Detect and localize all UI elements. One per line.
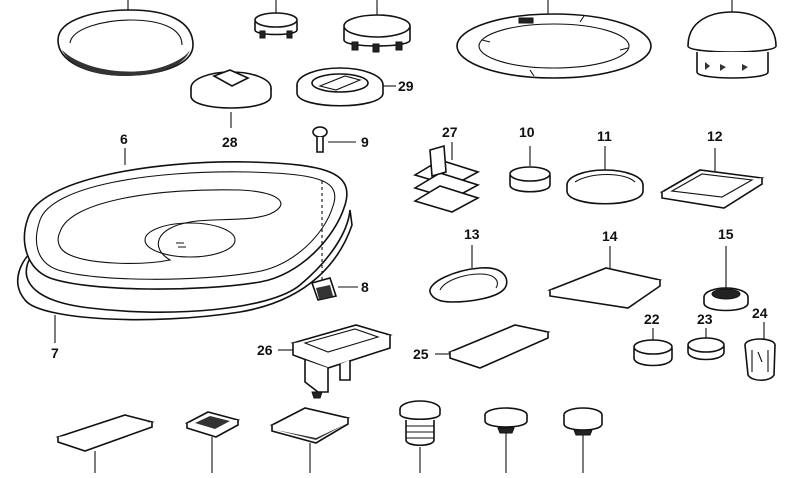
callout-10: 10 [519, 124, 535, 140]
part-29-clip-stack: 27 [413, 124, 481, 213]
callout-15: 15 [718, 226, 734, 242]
part-7-gasket: 7 [16, 209, 353, 361]
bottom-cap-1 [484, 407, 528, 473]
callout-22: 22 [644, 311, 660, 327]
part-6-cover: 6 [23, 131, 348, 290]
part-9-screw: 9 [312, 126, 369, 153]
bottom-flat-plug-1 [55, 414, 155, 473]
callout-24: 24 [752, 305, 768, 321]
callout-7: 7 [51, 345, 59, 361]
part-26-housing: 26 [257, 324, 393, 399]
callout-28: 29 [398, 78, 414, 94]
bottom-cap-2 [563, 407, 603, 473]
part-12-rect-plug: 12 [659, 128, 765, 209]
bottom-square-plug-1 [184, 411, 241, 473]
callout-6: 6 [120, 131, 128, 147]
part-14-flat-plug: 14 [546, 228, 662, 309]
mushroom-plug-top [687, 0, 777, 79]
callout-8: 8 [361, 279, 369, 295]
callout-12: 12 [707, 128, 723, 144]
callout-14: 14 [602, 228, 618, 244]
part-27-grommet: 28 [190, 69, 272, 150]
small-cap-top [254, 0, 298, 39]
part-24-clip: 24 [744, 305, 776, 382]
bottom-push-plug [399, 400, 441, 473]
part-13-oval-plug: 13 [429, 226, 508, 303]
ring-seal-top [456, 0, 652, 79]
part-10-plug: 10 [509, 124, 551, 193]
part-11-cap: 11 [566, 128, 644, 205]
callout-29: 27 [442, 124, 458, 140]
large-cap-top-left [57, 0, 194, 76]
callout-11: 11 [597, 128, 612, 144]
part-25-flat-plug: 25 [413, 324, 551, 369]
part-23-plug: 23 [687, 311, 725, 361]
callout-13: 13 [464, 226, 480, 242]
callout-9: 9 [361, 134, 369, 150]
callout-25: 25 [413, 346, 429, 362]
callout-27: 28 [222, 134, 238, 150]
callout-23: 23 [697, 311, 713, 327]
part-15-ring-plug: 15 [703, 226, 749, 312]
part-8-clip: 8 [310, 180, 369, 301]
part-28-oval-grommet: 29 [296, 67, 414, 107]
medium-cap-top [343, 0, 411, 53]
part-22-plug: 22 [633, 311, 673, 367]
bottom-square-plug-2 [269, 407, 351, 473]
callout-26: 26 [257, 342, 273, 358]
